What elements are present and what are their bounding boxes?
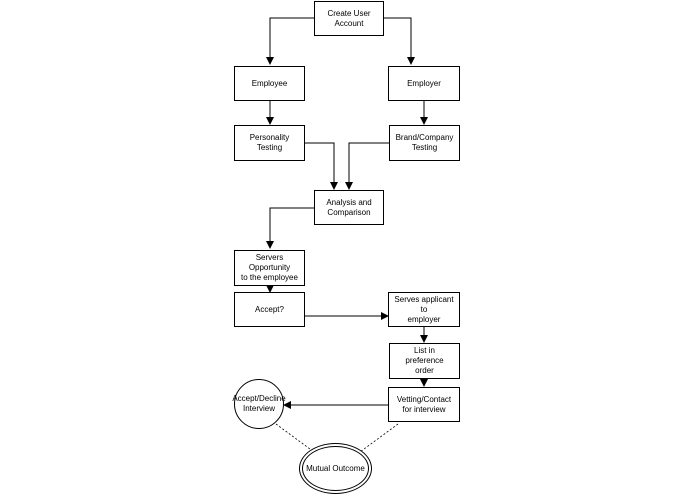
node-vetting-contact[interactable]: Vetting/Contact for interview <box>388 387 460 422</box>
node-accept-label: Accept? <box>255 304 284 314</box>
node-accept-decline[interactable]: Accept/Decline Interview <box>232 379 286 429</box>
node-employee[interactable]: Employee <box>234 66 305 101</box>
node-employee-label: Employee <box>251 78 288 88</box>
node-servers-opportunity-label: Servers Opportunity to the employee <box>241 253 298 282</box>
node-create-account[interactable]: Create User Account <box>314 1 384 36</box>
edge-create-to-employer <box>384 17 415 65</box>
edge-personality-to-analysis <box>305 142 338 190</box>
node-mutual-outcome-label: Mutual Outcome <box>306 463 365 473</box>
node-brand-company-testing[interactable]: Brand/Company Testing <box>389 125 460 161</box>
edge-analysis-to-opportunity <box>266 207 314 249</box>
edge-vetting-to-mutual <box>359 423 399 453</box>
edge-create-to-employee <box>266 17 314 65</box>
edge-acceptdecline-to-mutual <box>275 423 315 453</box>
node-personality-testing-label: Personality Testing <box>249 133 290 152</box>
node-accept-decline-label: Accept/Decline Interview <box>232 394 286 413</box>
node-analysis-comparison[interactable]: Analysis and Comparison <box>314 190 384 225</box>
node-serves-applicant[interactable]: Serves applicant to employer <box>388 292 460 327</box>
node-list-preference[interactable]: List in preference order <box>389 343 460 379</box>
node-personality-testing[interactable]: Personality Testing <box>234 125 305 161</box>
node-list-preference-label: List in preference order <box>405 346 444 375</box>
node-servers-opportunity[interactable]: Servers Opportunity to the employee <box>234 250 305 286</box>
edge-brand-to-analysis <box>345 142 389 190</box>
node-serves-applicant-label: Serves applicant to employer <box>394 294 454 324</box>
node-employer-label: Employer <box>407 78 441 88</box>
node-analysis-comparison-label: Analysis and Comparison <box>326 197 372 217</box>
node-employer[interactable]: Employer <box>388 66 460 101</box>
node-accept[interactable]: Accept? <box>234 292 305 327</box>
node-mutual-outcome[interactable]: Mutual Outcome <box>302 446 369 491</box>
node-vetting-contact-label: Vetting/Contact for interview <box>396 394 452 414</box>
node-brand-company-testing-label: Brand/Company Testing <box>395 133 454 152</box>
node-create-account-label: Create User Account <box>327 8 371 28</box>
